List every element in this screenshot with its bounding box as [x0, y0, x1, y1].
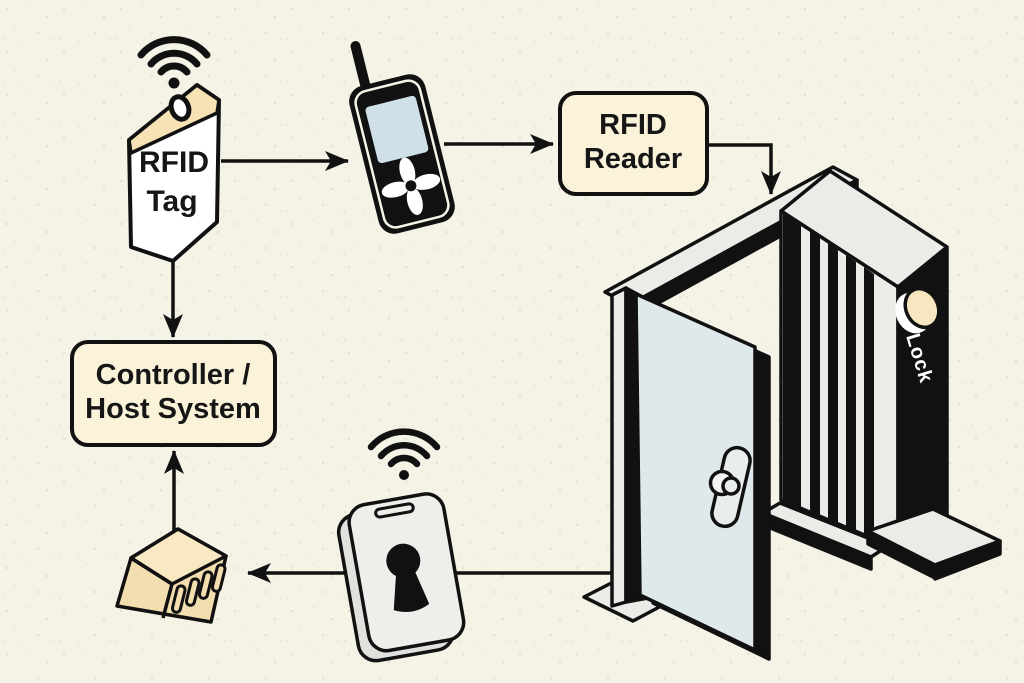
tag-band [127, 83, 221, 155]
rfid-reader-label-line1: RFID [599, 109, 667, 141]
controller-host-box [70, 340, 277, 447]
frame-base-right-left [866, 529, 937, 580]
reader-dpad [381, 157, 441, 216]
controller-label-line1: Controller / [96, 359, 251, 391]
reader-body-highlight [354, 79, 450, 229]
door-icon [582, 165, 1002, 661]
handheld-reader-icon [349, 41, 455, 234]
wifi-icon-lock [367, 428, 441, 480]
keyhole-icon [386, 543, 430, 612]
connector-left-edge [130, 556, 174, 619]
tag-label-line1: RFID [139, 146, 209, 179]
tag-label-line2: Tag [146, 185, 197, 218]
frame-grille-slats [783, 214, 874, 539]
door-leaf [634, 292, 757, 652]
strike-connector-icon [115, 527, 228, 624]
connector-teeth [170, 563, 227, 614]
smart-lock-icon [336, 492, 466, 663]
wifi-icon-tag [137, 36, 211, 89]
controller-label-line2: Host System [85, 393, 261, 425]
frame-post-light [610, 286, 628, 608]
tag-hole [168, 94, 192, 122]
rfid-reader-label-line2: Reader [584, 143, 682, 175]
door-handle [708, 445, 752, 529]
rfid-tag-icon [127, 83, 221, 263]
lock-device-slot [374, 502, 415, 519]
reader-screen [365, 95, 429, 164]
arrow-box-to-door [707, 143, 781, 195]
lock-button [903, 286, 941, 330]
rfid-reader-box [558, 91, 709, 196]
